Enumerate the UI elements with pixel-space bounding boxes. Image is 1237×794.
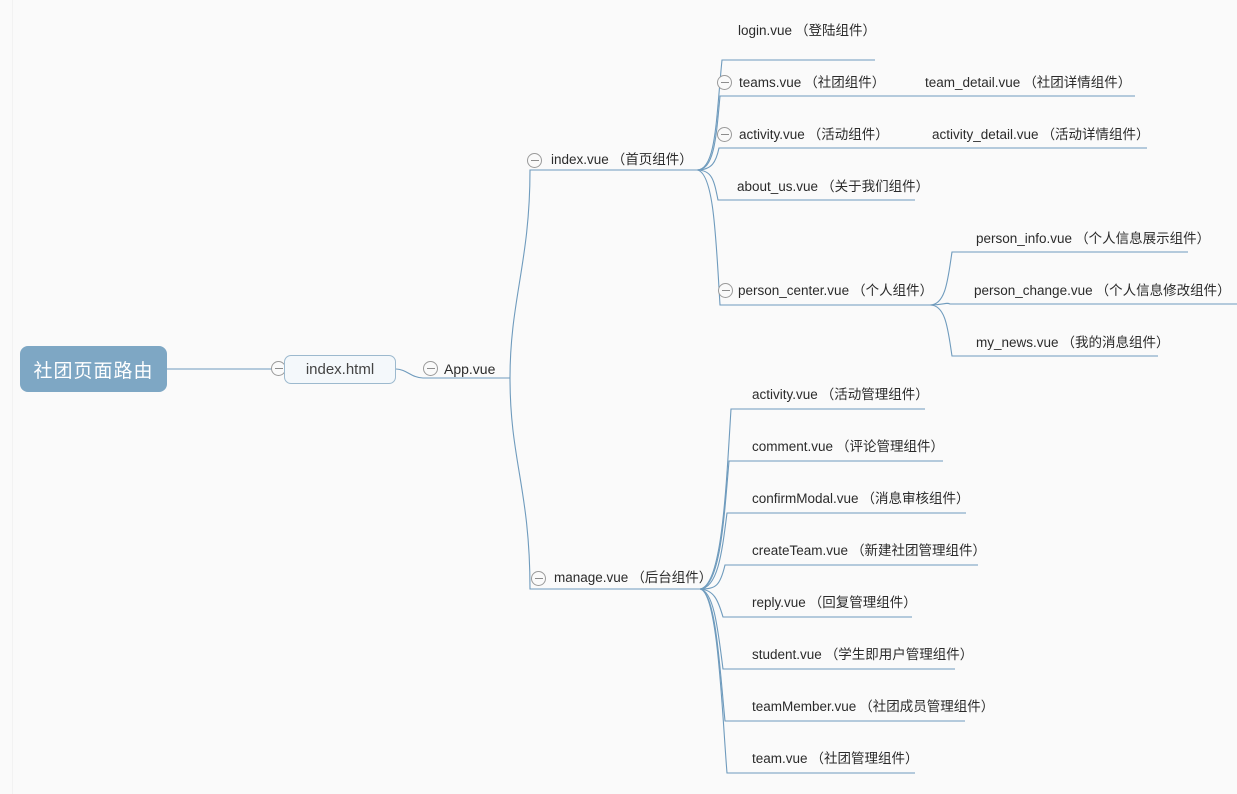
node-teams-vue[interactable]: teams.vue （社团组件） xyxy=(739,75,885,91)
node-person-center-vue-desc: （个人组件） xyxy=(852,283,934,298)
node-person-info-vue-name: person_info.vue xyxy=(976,231,1073,246)
node-manage-vue-desc: （后台组件） xyxy=(631,570,713,585)
node-manage-create-team-vue-name: createTeam.vue xyxy=(752,543,849,558)
node-activity-vue[interactable]: activity.vue （活动组件） xyxy=(739,127,889,143)
node-manage-student-vue-name: student.vue xyxy=(752,647,822,662)
node-login-vue-desc: （登陆组件） xyxy=(795,23,877,38)
node-index-vue-desc: （首页组件） xyxy=(611,152,693,167)
node-manage-team-vue[interactable]: team.vue （社团管理组件） xyxy=(752,751,919,767)
collapse-minus-icon-manage-vue[interactable] xyxy=(531,571,546,586)
collapse-minus-icon-teams-vue[interactable] xyxy=(717,75,732,90)
node-team-detail-vue-desc: （社团详情组件） xyxy=(1023,75,1132,90)
node-manage-team-member-vue-name: teamMember.vue xyxy=(752,699,857,714)
node-index-vue[interactable]: index.vue （首页组件） xyxy=(551,152,693,168)
node-manage-reply-vue-name: reply.vue xyxy=(752,595,806,610)
node-activity-detail-vue-desc: （活动详情组件） xyxy=(1041,127,1150,142)
root-node[interactable]: 社团页面路由 xyxy=(20,346,167,392)
node-person-center-vue[interactable]: person_center.vue （个人组件） xyxy=(738,283,933,299)
node-app-vue[interactable]: App.vue xyxy=(444,361,495,377)
node-manage-comment-vue-name: comment.vue xyxy=(752,439,834,454)
node-manage-team-vue-name: team.vue xyxy=(752,751,808,766)
node-manage-activity-vue-name: activity.vue xyxy=(752,387,818,402)
node-activity-vue-name: activity.vue xyxy=(739,127,805,142)
node-about-us-vue-desc: （关于我们组件） xyxy=(821,179,930,194)
node-activity-detail-vue-name: activity_detail.vue xyxy=(932,127,1039,142)
node-manage-reply-vue[interactable]: reply.vue （回复管理组件） xyxy=(752,595,917,611)
collapse-minus-icon-activity-vue[interactable] xyxy=(717,127,732,142)
node-person-change-vue[interactable]: person_change.vue （个人信息修改组件） xyxy=(974,283,1231,299)
node-person-change-vue-name: person_change.vue xyxy=(974,283,1093,298)
collapse-minus-icon-app-vue[interactable] xyxy=(423,361,438,376)
node-manage-team-member-vue-desc: （社团成员管理组件） xyxy=(859,699,995,714)
node-person-info-vue[interactable]: person_info.vue （个人信息展示组件） xyxy=(976,231,1210,247)
collapse-minus-icon-index-vue[interactable] xyxy=(527,153,542,168)
node-activity-detail-vue[interactable]: activity_detail.vue （活动详情组件） xyxy=(932,127,1150,143)
node-person-change-vue-desc: （个人信息修改组件） xyxy=(1095,283,1231,298)
node-teams-vue-name: teams.vue xyxy=(739,75,802,90)
node-manage-team-vue-desc: （社团管理组件） xyxy=(810,751,919,766)
node-about-us-vue[interactable]: about_us.vue （关于我们组件） xyxy=(737,179,929,195)
node-my-news-vue[interactable]: my_news.vue （我的消息组件） xyxy=(976,335,1170,351)
node-index-vue-name: index.vue xyxy=(551,152,609,167)
node-manage-student-vue[interactable]: student.vue （学生即用户管理组件） xyxy=(752,647,973,663)
node-activity-vue-desc: （活动组件） xyxy=(807,127,889,142)
node-my-news-vue-name: my_news.vue xyxy=(976,335,1059,350)
node-manage-activity-vue-desc: （活动管理组件） xyxy=(820,387,929,402)
node-manage-create-team-vue-desc: （新建社团管理组件） xyxy=(851,543,987,558)
node-person-info-vue-desc: （个人信息展示组件） xyxy=(1075,231,1211,246)
node-manage-comment-vue-desc: （评论管理组件） xyxy=(836,439,945,454)
node-manage-student-vue-desc: （学生即用户管理组件） xyxy=(824,647,974,662)
node-manage-vue[interactable]: manage.vue （后台组件） xyxy=(554,570,712,586)
node-app-vue-label: App.vue xyxy=(444,361,496,377)
node-person-center-vue-name: person_center.vue xyxy=(738,283,850,298)
node-manage-confirm-modal-vue-name: confirmModal.vue xyxy=(752,491,859,506)
node-team-detail-vue[interactable]: team_detail.vue （社团详情组件） xyxy=(925,75,1131,91)
node-my-news-vue-desc: （我的消息组件） xyxy=(1061,335,1170,350)
node-manage-vue-name: manage.vue xyxy=(554,570,629,585)
node-login-vue-name: login.vue xyxy=(738,23,793,38)
node-manage-comment-vue[interactable]: comment.vue （评论管理组件） xyxy=(752,439,944,455)
node-index-html-label: index.html xyxy=(305,361,375,378)
node-manage-activity-vue[interactable]: activity.vue （活动管理组件） xyxy=(752,387,929,403)
root-node-label: 社团页面路由 xyxy=(33,360,154,382)
node-manage-confirm-modal-vue-desc: （消息审核组件） xyxy=(861,491,970,506)
left-margin-rule xyxy=(12,0,13,794)
node-team-detail-vue-name: team_detail.vue xyxy=(925,75,1021,90)
node-teams-vue-desc: （社团组件） xyxy=(804,75,886,90)
collapse-minus-icon-person-center-vue[interactable] xyxy=(718,283,733,298)
node-index-html[interactable]: index.html xyxy=(284,355,396,384)
node-about-us-vue-name: about_us.vue xyxy=(737,179,819,194)
node-manage-reply-vue-desc: （回复管理组件） xyxy=(808,595,917,610)
node-manage-team-member-vue[interactable]: teamMember.vue （社团成员管理组件） xyxy=(752,699,994,715)
node-manage-create-team-vue[interactable]: createTeam.vue （新建社团管理组件） xyxy=(752,543,986,559)
node-manage-confirm-modal-vue[interactable]: confirmModal.vue （消息审核组件） xyxy=(752,491,970,507)
node-login-vue[interactable]: login.vue （登陆组件） xyxy=(738,23,876,39)
